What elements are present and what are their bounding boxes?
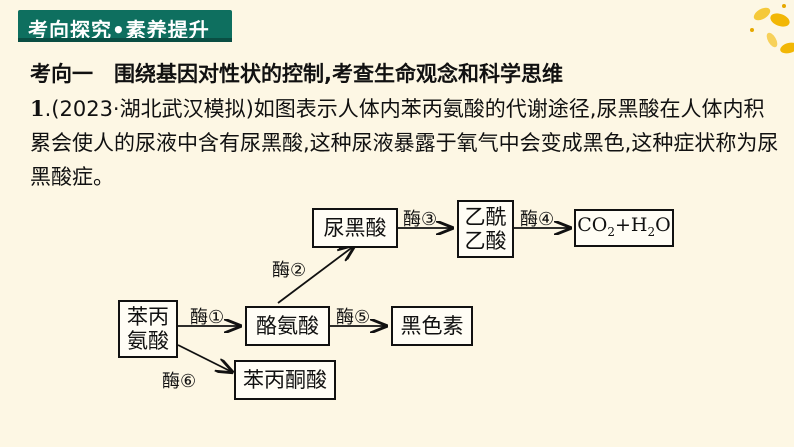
node-phenylalanine-line1: 苯丙: [127, 305, 169, 329]
enzyme-1-label: 酶①: [190, 307, 225, 328]
question-body: .(2023·湖北武汉模拟)如图表示人体内苯丙氨酸的代谢途径,尿黑酸在人体内积累…: [30, 97, 779, 189]
enzyme-3-label: 酶③: [403, 209, 438, 230]
petal-decoration: [750, 4, 794, 54]
arrow-enzyme-6: [177, 344, 232, 372]
topic-subtitle: 考向一 围绕基因对性状的控制,考查生命观念和科学思维: [30, 62, 563, 86]
section-header: 考向探究•素养提升: [18, 10, 232, 42]
node-phenylpyruvic-acid: 苯丙酮酸: [234, 360, 336, 400]
node-homogentisic-acid: 尿黑酸: [312, 208, 398, 248]
question-text: 1.(2023·湖北武汉模拟)如图表示人体内苯丙氨酸的代谢途径,尿黑酸在人体内积…: [30, 92, 780, 194]
enzyme-2-label: 酶②: [272, 260, 307, 281]
formula-text: CO2+H2O: [577, 213, 671, 239]
enzyme-6-label: 酶⑥: [162, 371, 197, 392]
node-acetoacetic-acid: 乙酰 乙酸: [457, 200, 514, 258]
arrow-enzyme-2: [277, 246, 354, 304]
enzyme-4-label: 酶④: [520, 209, 555, 230]
question-number: 1: [30, 96, 45, 121]
node-acetoacetic-line2: 乙酸: [464, 229, 507, 253]
node-acetoacetic-line1: 乙酰: [464, 205, 507, 229]
node-melanin: 黑色素: [391, 306, 473, 346]
node-co2-h2o: CO2+H2O: [574, 209, 674, 247]
node-tyrosine: 酪氨酸: [245, 306, 330, 346]
enzyme-5-label: 酶⑤: [336, 307, 371, 328]
node-phenylalanine: 苯丙 氨酸: [118, 300, 178, 358]
node-phenylalanine-line2: 氨酸: [127, 329, 169, 353]
